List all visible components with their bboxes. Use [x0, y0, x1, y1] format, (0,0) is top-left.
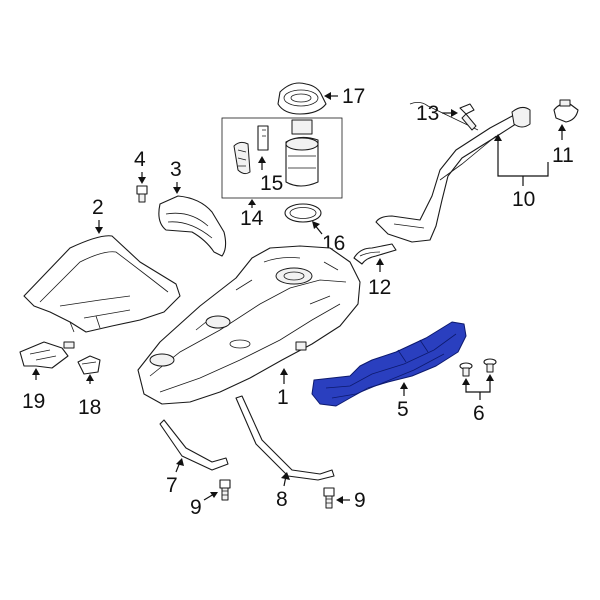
- leader-5: [400, 382, 408, 396]
- leader-9-right: [336, 496, 350, 504]
- callout-7: 7: [166, 474, 178, 497]
- part-5-heat-shield: [311, 321, 467, 407]
- part-8-tank-strap: [235, 395, 335, 481]
- callout-15: 15: [260, 172, 283, 195]
- leader-19: [32, 368, 40, 380]
- part-9-bolt-left: [219, 479, 231, 501]
- leader-7: [175, 458, 184, 473]
- part-14-group-box: [221, 117, 343, 199]
- part-11-filler-cap: [553, 99, 579, 123]
- part-4-bolt: [136, 185, 148, 203]
- part-7-tank-strap: [159, 419, 229, 471]
- leader-3: [173, 182, 181, 194]
- callout-10: 10: [512, 188, 535, 211]
- leader-8: [281, 472, 290, 487]
- callout-8: 8: [276, 488, 288, 511]
- part-18-retainer: [77, 355, 101, 375]
- callout-9-right: 9: [354, 489, 366, 512]
- leader-13: [442, 109, 458, 117]
- leader-14: [248, 199, 256, 208]
- part-10-filler-pipe: [375, 102, 531, 243]
- callout-17: 17: [342, 85, 365, 108]
- leader-15: [258, 156, 266, 170]
- callout-12: 12: [368, 276, 391, 299]
- part-16-seal: [284, 203, 322, 223]
- callout-5: 5: [397, 398, 409, 421]
- part-2-underbody-shield: [23, 235, 181, 333]
- leader-12: [376, 258, 384, 272]
- part-3-heat-shield: [158, 195, 227, 257]
- leader-10: [494, 134, 549, 186]
- part-12-vent-hose: [353, 243, 397, 265]
- leader-2: [95, 220, 103, 234]
- callout-9-left: 9: [190, 496, 202, 519]
- part-15-fuel-pump: [257, 119, 319, 187]
- leader-16: [312, 221, 323, 235]
- callout-3: 3: [170, 158, 182, 181]
- part-1-fuel-tank: [137, 245, 361, 405]
- part-19-clip: [19, 341, 75, 369]
- leader-11: [558, 124, 566, 140]
- part-17-lock-ring: [277, 82, 327, 115]
- callout-14: 14: [240, 207, 264, 230]
- callout-4: 4: [134, 148, 146, 171]
- leader-4: [138, 172, 146, 184]
- leader-17: [324, 92, 338, 100]
- callout-1: 1: [277, 386, 289, 409]
- part-14-pump-bracket: [233, 141, 251, 175]
- callout-2: 2: [92, 196, 104, 219]
- leader-18: [86, 374, 94, 384]
- part-13-sensor: [459, 103, 477, 131]
- part-9-bolt-right: [323, 487, 335, 509]
- callout-13: 13: [416, 102, 439, 125]
- part-6-push-pin-right: [483, 358, 497, 373]
- callout-11: 11: [552, 144, 574, 167]
- callout-19: 19: [22, 390, 45, 413]
- part-6-push-pin-left: [459, 362, 473, 377]
- leader-9-left: [203, 492, 218, 501]
- callout-18: 18: [78, 396, 101, 419]
- leader-1: [280, 368, 288, 384]
- callout-6: 6: [473, 402, 485, 425]
- leader-6: [462, 374, 494, 400]
